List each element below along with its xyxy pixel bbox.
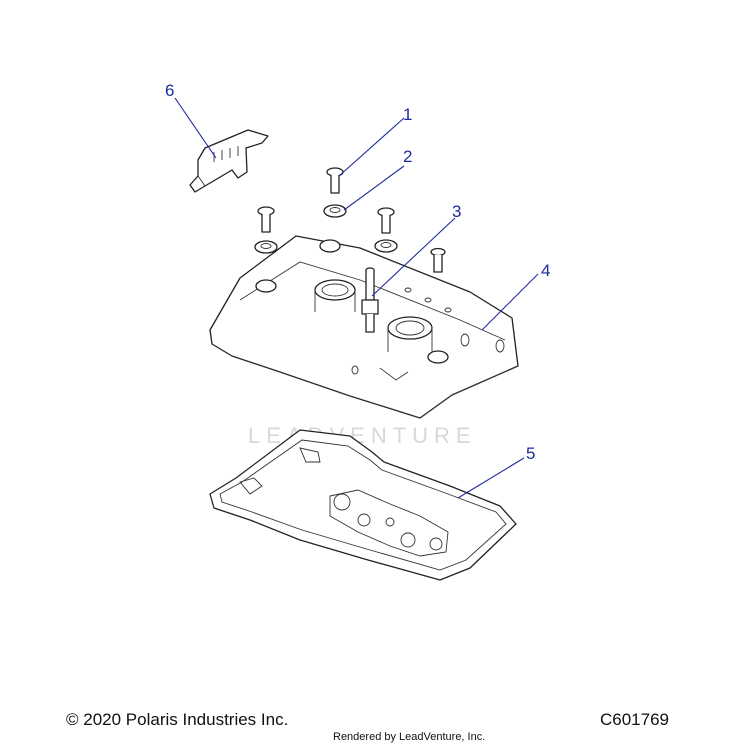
callout-3: 3 (452, 202, 461, 221)
rendered-by-text: Rendered by LeadVenture, Inc. (333, 731, 486, 743)
gasket-part[interactable] (209, 429, 517, 581)
callout-2: 2 (403, 147, 412, 166)
bracket-part[interactable] (189, 129, 269, 193)
callout-4: 4 (541, 261, 550, 280)
stud-part[interactable] (361, 267, 379, 333)
callout-6: 6 (165, 81, 174, 100)
callout-5: 5 (526, 444, 535, 463)
copyright-text: © 2020 Polaris Industries Inc. (66, 710, 289, 729)
diagram-code: C601769 (600, 710, 670, 729)
callout-1: 1 (403, 105, 412, 124)
valve-cover-part[interactable] (209, 235, 519, 419)
leader-lines (174, 97, 539, 499)
